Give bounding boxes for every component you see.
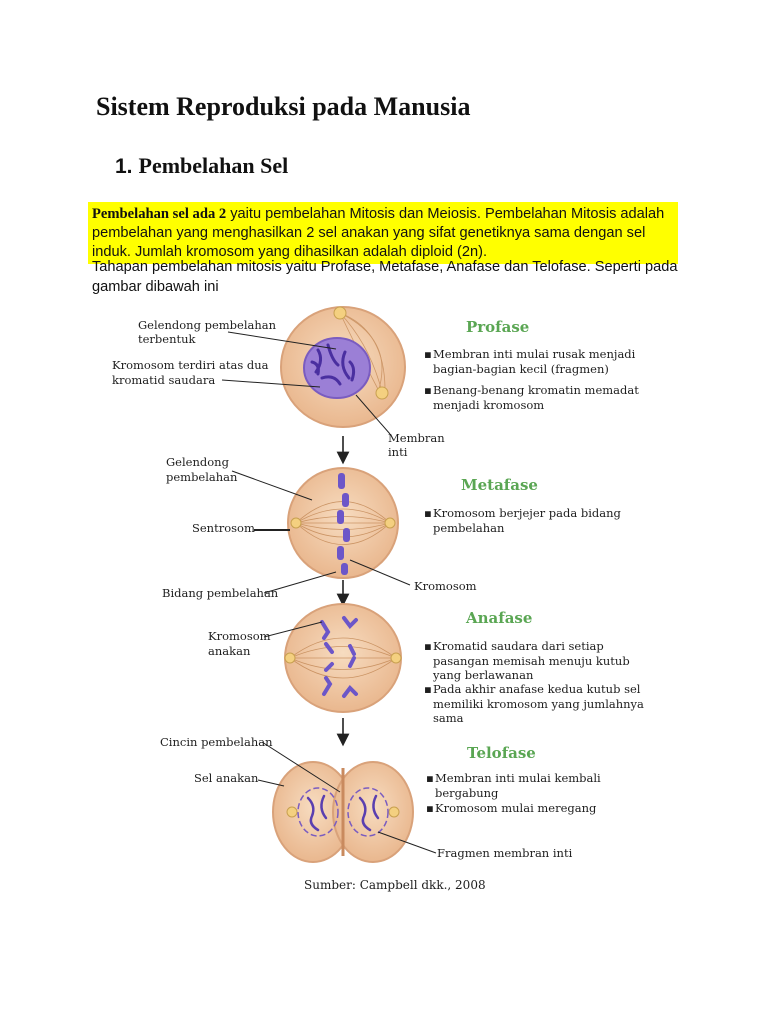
profase-label-gelendong-1: Gelendong pembelahan [138,318,277,332]
metafase-title: Metafase [461,476,538,494]
telofase-label-cincin: Cincin pembelahan [160,735,273,749]
metafase-leader-bidang [263,571,337,594]
metafase-label-bidang: Bidang pembelahan [162,586,279,600]
profase-bullet-2b: menjadi kromosom [433,398,544,412]
telofase-bullet-2-mark: ▪ [426,801,434,815]
profase-bullet-1-mark: ▪ [424,347,432,361]
metafase-bullet-1a: Kromosom berjejer pada bidang [433,506,622,520]
telofase-label-sel-anakan: Sel anakan [194,771,259,785]
profase-label-membran-2: inti [388,445,408,459]
anafase-bullet-1a: Kromatid saudara dari setiap [433,639,604,653]
anafase-label-kromosom-1: Kromosom [208,629,271,643]
metafase-label-sentrosom: Sentrosom [192,521,255,535]
profase-bullet-1a: Membran inti mulai rusak menjadi [433,347,636,361]
telofase-bullet-1a: Membran inti mulai kembali [435,771,601,785]
telofase-leader-sel-anakan [257,779,285,787]
profase-label-membran-1: Membran [388,431,445,445]
anafase-cell [284,603,402,713]
profase-leader-kromosom [221,379,321,388]
anafase-bullet-2a: Pada akhir anafase kedua kutub sel [433,682,641,696]
highlight-lead: Pembelahan sel ada 2 [92,206,227,222]
anafase-title: Anafase [465,609,532,627]
profase-label-gelendong-2: terbentuk [138,332,197,346]
telofase-cell [272,761,414,863]
metafase-label-gelendong-2: pembelahan [166,470,238,484]
telofase-label-fragmen: Fragmen membran inti [437,846,573,860]
metafase-label-gelendong-1: Gelendong [166,455,230,469]
anafase-label-kromosom-2: anakan [208,644,251,658]
profase-leader-membran [355,394,391,435]
section-label: Pembelahan Sel [138,153,289,178]
anafase-bullet-2-mark: ▪ [424,682,432,696]
telofase-bullet-1b: bergabung [435,786,499,800]
anafase-bullet-2b: memiliki kromosom yang jumlahnya [433,697,644,711]
telofase-title: Telofase [467,744,536,762]
section-heading: 1.Pembelahan Sel [115,153,288,179]
telofase-bullet-2a: Kromosom mulai meregang [435,801,597,815]
section-number: 1. [115,155,133,178]
page-title: Sistem Reproduksi pada Manusia [96,92,471,121]
anafase-bullet-1b: pasangan memisah menuju kutub [433,654,630,668]
profase-leader-gelendong [227,331,337,350]
metafase-leader-gelendong [231,470,313,501]
telofase-bullet-1-mark: ▪ [426,771,434,785]
profase-bullet-2a: Benang-benang kromatin memadat [433,383,639,397]
anafase-leader-kromosom [263,621,323,638]
highlight-text: yaitu pembelahan Mitosis dan Meiosis. Pe… [92,206,665,260]
anafase-bullet-1c: yang berlawanan [432,668,534,682]
anafase-bullet-2c: sama [433,711,464,725]
profase-bullet-1b: bagian-bagian kecil (fragmen) [433,362,609,376]
profase-bullet-2-mark: ▪ [424,383,432,397]
metafase-cell [287,467,399,579]
profase-cell [280,306,406,428]
profase-label-kromosom-2: kromatid saudara [112,373,215,387]
metafase-leader-kromosom [349,559,411,586]
telofase-leader-cincin [261,741,341,793]
intro-paragraph: Tahapan pembelahan mitosis yaitu Profase… [92,259,678,295]
metafase-label-kromosom: Kromosom [414,579,477,593]
profase-label-kromosom-1: Kromosom terdiri atas dua [112,358,269,372]
profase-title: Profase [466,318,529,336]
figure-source: Sumber: Campbell dkk., 2008 [304,878,486,892]
telofase-leader-fragmen [377,831,437,854]
metafase-bullet-mark: ▪ [424,506,432,520]
highlighted-paragraph: Pembelahan sel ada 2 yaitu pembelahan Mi… [88,202,678,264]
anafase-bullet-1-mark: ▪ [424,639,432,653]
metafase-bullet-1b: pembelahan [433,521,505,535]
